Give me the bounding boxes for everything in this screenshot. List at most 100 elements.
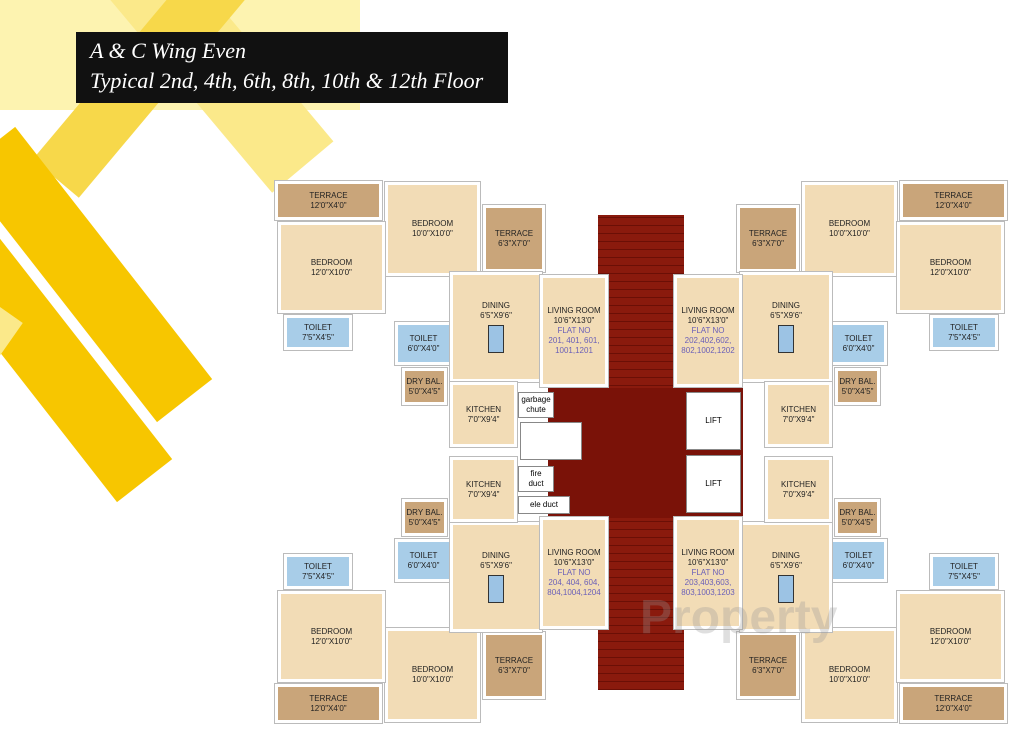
room-size: 5'0"X4'5" [841, 386, 874, 396]
room-name: KITCHEN [465, 404, 502, 414]
room-name: TERRACE [309, 693, 348, 703]
room-name: TOILET [844, 333, 873, 343]
flat-numbers: 203,403,603, 803,1003,1203 [681, 578, 735, 597]
plan-title-box: A & C Wing Even Typical 2nd, 4th, 6th, 8… [76, 32, 508, 103]
room-size: 12'0"X10'0" [311, 267, 352, 277]
room-name: TOILET [950, 561, 978, 571]
room-name: DRY BAL. [406, 507, 443, 517]
room-size: 12'0"X10'0" [930, 267, 971, 277]
room-name: LIVING ROOM [547, 306, 601, 315]
ele-duct: ele duct [518, 496, 570, 514]
fire-duct: fire duct [518, 466, 554, 492]
room-name: TOILET [409, 333, 438, 343]
room-name: DRY BAL. [839, 507, 876, 517]
room-name: BEDROOM [828, 219, 871, 228]
room-size: 12'0"X4'0" [310, 200, 347, 210]
room-name: BEDROOM [929, 257, 972, 267]
room-name: TERRACE [934, 190, 973, 200]
room-size: 6'3"X7'0" [752, 238, 784, 248]
flat-no-label: FLAT NO [557, 568, 591, 577]
room-size: 6'3"X7'0" [498, 665, 530, 675]
lift-2: LIFT [686, 455, 741, 513]
room-size: 10'6"X13'0" [687, 558, 729, 567]
flat-numbers: 204, 404, 604, 804,1004,1204 [547, 578, 601, 597]
room-name: TOILET [950, 322, 978, 332]
room-size: 10'6"X13'0" [687, 316, 729, 325]
room-size: 10'6"X13'0" [553, 316, 595, 325]
room-size: 7'5"X4'5" [948, 571, 980, 581]
room-name: BEDROOM [411, 665, 454, 674]
room-size: 12'0"X4'0" [310, 703, 347, 713]
room-size: 12'0"X10'0" [311, 636, 352, 646]
plan-title-line2: Typical 2nd, 4th, 6th, 8th, 10th & 12th … [90, 68, 484, 93]
room-name: LIVING ROOM [681, 548, 735, 557]
lift-1: LIFT [686, 392, 741, 450]
garbage-chute: garbage chute [518, 392, 554, 418]
room-size: 10'0"X10'0" [412, 229, 453, 238]
room-size: 10'0"X10'0" [412, 675, 453, 684]
room-name: BEDROOM [310, 257, 353, 267]
room-name: KITCHEN [780, 404, 817, 414]
plan-title-line1: A & C Wing Even [90, 38, 247, 63]
flat-no-label: FLAT NO [691, 568, 725, 577]
room-name: TERRACE [494, 228, 534, 238]
room-name: KITCHEN [465, 479, 502, 489]
room-size: 10'0"X10'0" [829, 675, 870, 684]
room-name: TOILET [304, 322, 332, 332]
room-name: DINING [772, 551, 800, 560]
room-name: DINING [482, 551, 510, 560]
dining-table-icon [488, 325, 504, 353]
room-size: 6'5"X9'6" [770, 311, 802, 320]
room-dry-balcony: DRY BAL.5'0"X4'5" [835, 499, 880, 536]
room-size: 7'0"X9'4" [782, 489, 815, 499]
room-size: 7'5"X4'5" [948, 332, 980, 342]
flat-numbers: 201, 401, 601, 1001,1201 [548, 336, 600, 355]
room-name: LIVING ROOM [681, 306, 735, 315]
room-size: 5'0"X4'5" [408, 517, 441, 527]
room-name: LIVING ROOM [547, 548, 601, 557]
room-name: BEDROOM [828, 665, 871, 674]
room-size: 7'5"X4'5" [302, 571, 334, 581]
room-name: TERRACE [748, 655, 788, 665]
room-size: 6'0"X4'0" [407, 343, 440, 353]
room-name: KITCHEN [780, 479, 817, 489]
room-size: 10'0"X10'0" [829, 229, 870, 238]
dining-table-icon [488, 575, 504, 603]
watermark: Property [640, 591, 838, 644]
room-name: BEDROOM [310, 626, 353, 636]
flat-no-label: FLAT NO [691, 326, 725, 335]
room-size: 6'0"X4'0" [407, 560, 440, 570]
room-size: 6'0"X4'0" [842, 560, 875, 570]
room-size: 6'0"X4'0" [842, 343, 875, 353]
room-name: TOILET [844, 550, 873, 560]
